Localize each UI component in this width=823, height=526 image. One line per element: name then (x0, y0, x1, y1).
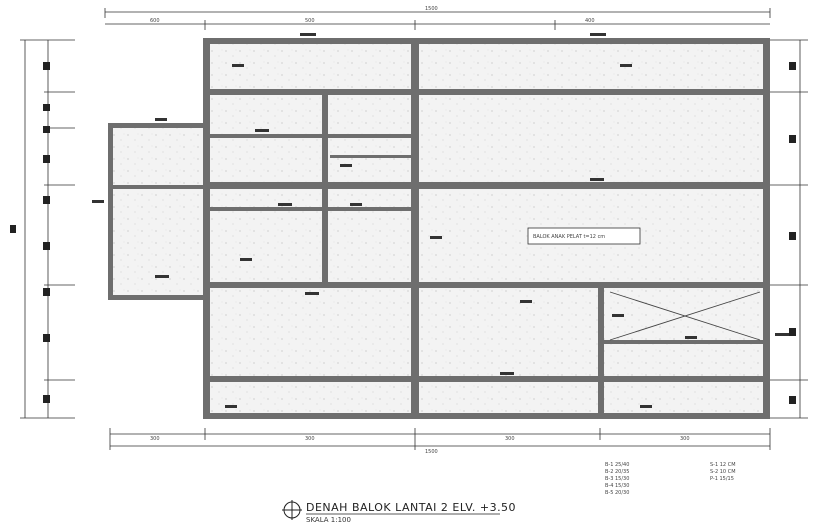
drawing-title: DENAH BALOK LANTAI 2 ELV. +3.50 (306, 501, 516, 514)
legend-left-4: B-5 20/30 (605, 490, 629, 496)
title-block: DENAH BALOK LANTAI 2 ELV. +3.50 SKALA 1:… (282, 500, 516, 524)
dim-bottom-2: 300 (305, 436, 315, 442)
dim-bottom-3: 300 (505, 436, 515, 442)
legend-left-1: B-2 20/35 (605, 469, 629, 475)
legend-right-0: S-1 12 CM (710, 462, 736, 468)
right-dimensions (770, 39, 808, 419)
left-dim-labels (10, 62, 50, 403)
legend-left-2: B-3 15/30 (605, 476, 629, 482)
dim-top-right: 400 (585, 18, 595, 24)
legend-left-3: B-4 15/30 (605, 483, 629, 489)
legend: B-1 25/40 B-2 20/35 B-3 15/30 B-4 15/30 … (605, 462, 736, 496)
right-dim-labels (789, 62, 796, 404)
bottom-dimensions (109, 428, 771, 450)
beam-marks (92, 33, 789, 408)
dim-top-left: 600 (150, 18, 160, 24)
slab-area (205, 40, 770, 418)
legend-left-0: B-1 25/40 (605, 462, 629, 468)
void-opening (609, 291, 761, 341)
beams (108, 38, 770, 419)
dim-bottom-total: 1500 (425, 449, 438, 455)
annex-slab (110, 125, 205, 297)
section-marker-icon (282, 500, 302, 520)
left-dimensions (20, 39, 75, 419)
dim-bottom-4: 300 (680, 436, 690, 442)
dim-bottom-1: 300 (150, 436, 160, 442)
note-box-text: BALOK ANAK PELAT t=12 cm (533, 234, 605, 240)
dim-top-mid: 500 (305, 18, 315, 24)
legend-right-2: P-1 15/15 (710, 476, 734, 482)
drawing-scale: SKALA 1:100 (306, 516, 351, 524)
note-box: BALOK ANAK PELAT t=12 cm (527, 227, 641, 245)
dim-top-total: 1500 (425, 6, 438, 12)
top-dimensions (104, 8, 771, 30)
legend-right-1: S-2 10 CM (710, 469, 736, 475)
